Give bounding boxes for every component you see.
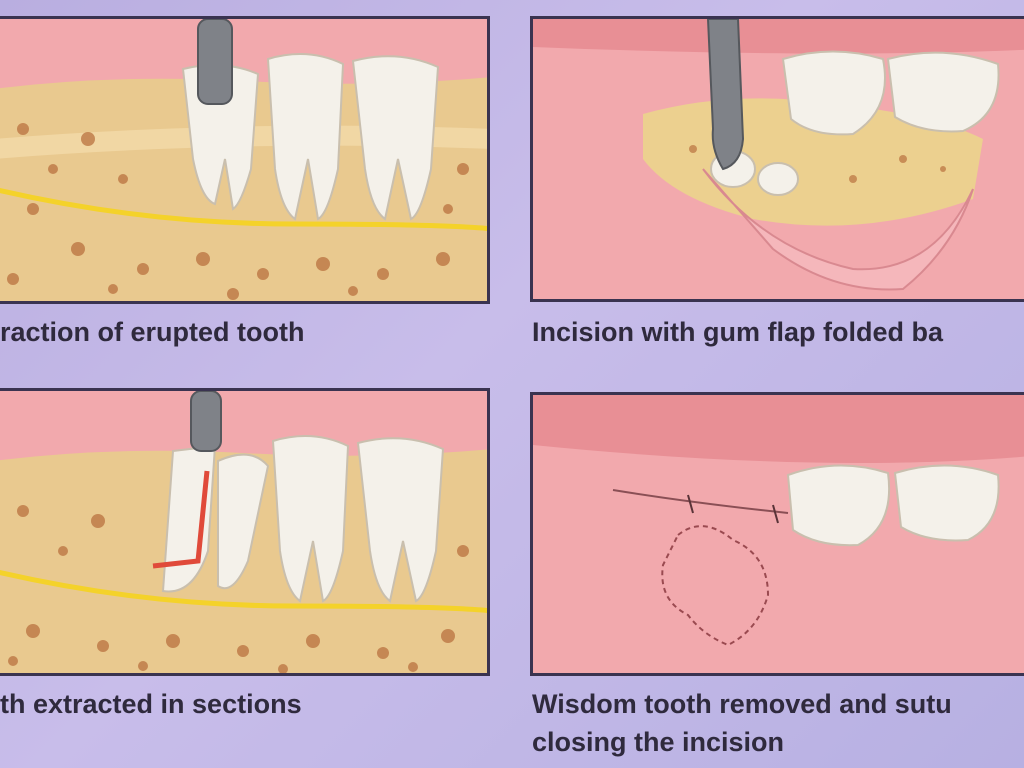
molar-1 xyxy=(781,50,886,136)
caption-text: Wisdom tooth removed and sutu xyxy=(532,689,952,719)
caption-sutured-line-2: closing the incision xyxy=(532,724,1024,760)
panel-sectioned-extraction xyxy=(0,388,490,676)
nerve xyxy=(0,570,487,613)
tooth-section-1 xyxy=(161,444,217,593)
panel-gum-flap-incision xyxy=(530,16,1024,302)
tooth-section-2 xyxy=(217,453,270,590)
caption-text: closing the incision xyxy=(532,727,785,757)
gum-flap-illustration xyxy=(533,19,1024,299)
caption-text: raction of erupted tooth xyxy=(0,317,305,347)
erupted-tooth-illustration xyxy=(0,19,487,301)
molar-2 xyxy=(356,437,445,603)
teeth xyxy=(786,464,1000,547)
suture-line xyxy=(612,489,789,514)
panel-erupted-tooth-extraction xyxy=(0,16,490,304)
gum-flap xyxy=(702,168,974,291)
caption-erupted-tooth: raction of erupted tooth xyxy=(0,314,490,350)
bone-texture xyxy=(8,505,469,673)
caption-text: th extracted in sections xyxy=(0,689,302,719)
molar-1 xyxy=(266,53,345,221)
molar-2 xyxy=(886,51,1000,133)
instrument xyxy=(190,391,222,452)
removed-tooth-outline xyxy=(661,525,770,647)
molar-1 xyxy=(271,435,350,603)
caption-gum-flap: Incision with gum flap folded ba xyxy=(532,314,1024,350)
cut-line xyxy=(152,470,210,569)
teeth xyxy=(181,53,440,221)
nerve xyxy=(0,188,487,231)
forceps-instrument xyxy=(197,19,233,105)
bone-texture xyxy=(7,123,469,300)
caption-sectioned: th extracted in sections xyxy=(0,686,490,722)
molar-2 xyxy=(351,55,440,221)
panel-sutured xyxy=(530,392,1024,676)
caption-text: Incision with gum flap folded ba xyxy=(532,317,943,347)
sutures xyxy=(687,494,779,524)
molar-2 xyxy=(893,464,1000,542)
sectioned-tooth-illustration xyxy=(0,391,487,673)
sutured-illustration xyxy=(533,395,1024,673)
elevator-instrument xyxy=(706,19,745,171)
caption-sutured-line-1: Wisdom tooth removed and sutu xyxy=(532,686,1024,722)
tooth-fragment-2 xyxy=(757,162,799,196)
molar-1 xyxy=(786,464,891,547)
teeth xyxy=(161,435,445,603)
